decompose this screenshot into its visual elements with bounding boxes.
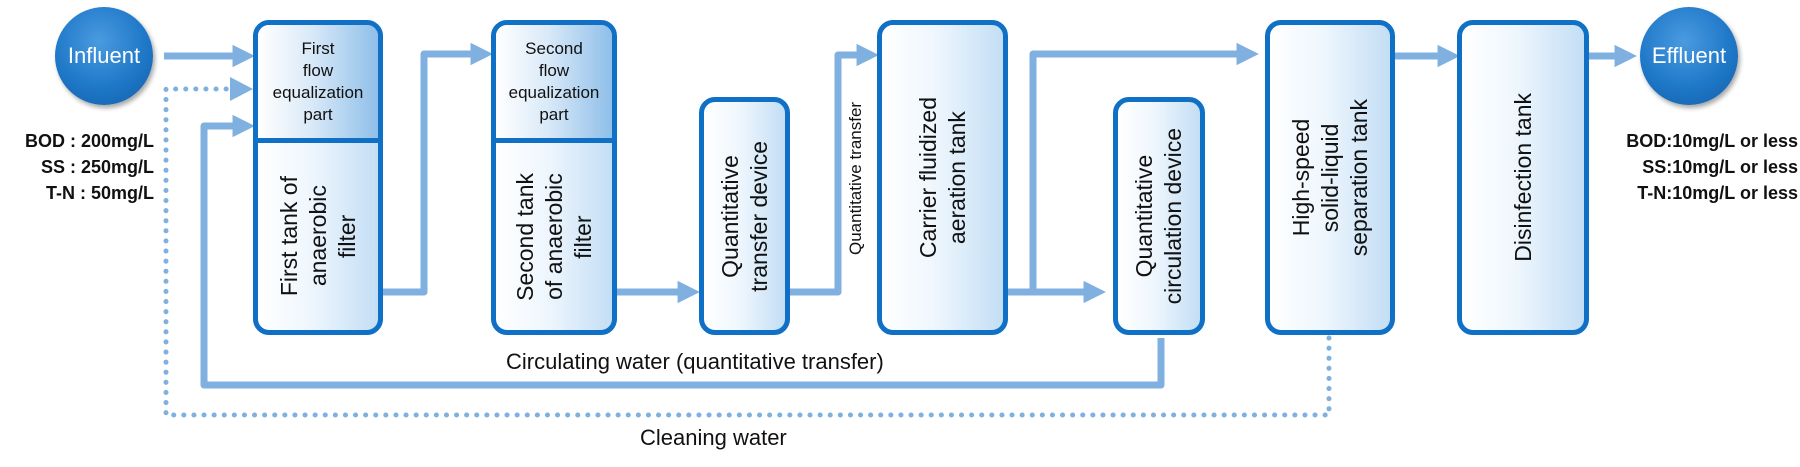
quantitative-circulation-device-box: Quantitative circulation device bbox=[1113, 97, 1205, 335]
arrow-circulating-water-return bbox=[200, 114, 1165, 389]
effluent-label: Effluent bbox=[1651, 43, 1727, 68]
first-anaerobic-filter-label: First tank of anaerobic filter bbox=[275, 176, 360, 297]
first-flow-equalization-label: First flow equalization part bbox=[272, 38, 364, 124]
quantitative-circulation-device-label: Quantitative circulation device bbox=[1131, 127, 1186, 305]
effluent-quality-param: BOD bbox=[1626, 131, 1667, 151]
influent-node: Influent bbox=[55, 7, 153, 105]
disinfection-tank-box: Disinfection tank bbox=[1457, 20, 1589, 335]
second-anaerobic-filter-label: Second tank of anaerobic filter bbox=[511, 172, 596, 301]
first-anaerobic-filter-box: First flow equalization part First tank … bbox=[253, 20, 383, 335]
carrier-fluidized-aeration-tank-label: Carrier fluidized aeration tank bbox=[914, 96, 970, 259]
second-flow-equalization-part: Second flow equalization part bbox=[496, 25, 612, 143]
effluent-quality-value: :10mg/L or less bbox=[1666, 183, 1798, 203]
arrow-aeration-to-separation-tank bbox=[1029, 42, 1259, 292]
carrier-fluidized-aeration-tank-box: Carrier fluidized aeration tank bbox=[877, 20, 1008, 335]
effluent-quality-item: T-N:10mg/L or less bbox=[1598, 180, 1798, 206]
influent-quality-item: T-N : 50mg/L bbox=[45, 183, 154, 203]
arrow-first-to-second-tank bbox=[383, 42, 493, 296]
cleaning-water-line bbox=[163, 86, 1332, 418]
quantitative-transfer-label: Quantitative transfer bbox=[846, 101, 865, 255]
influent-quality: BOD : 200mg/L SS : 250mg/L T-N : 50mg/L bbox=[4, 128, 154, 206]
effluent-node: Effluent bbox=[1640, 7, 1738, 105]
influent-label: Influent bbox=[67, 43, 141, 68]
disinfection-tank-label: Disinfection tank bbox=[1509, 93, 1536, 262]
effluent-quality-param: SS bbox=[1642, 157, 1667, 177]
second-flow-equalization-label: Second flow equalization part bbox=[508, 38, 600, 124]
quantitative-transfer-device-box: Quantitative transfer device bbox=[699, 97, 790, 335]
influent-quality-item: BOD : 200mg/L bbox=[24, 131, 154, 151]
second-anaerobic-filter-body: Second tank of anaerobic filter bbox=[496, 143, 612, 330]
circulating-water-label: Circulating water (quantitative transfer… bbox=[506, 349, 884, 374]
arrow-cleaning-water-head bbox=[230, 77, 253, 101]
separation-tank-box: High-speed solid-liquid separation tank bbox=[1265, 20, 1395, 335]
effluent-quality-item: BOD:10mg/L or less bbox=[1598, 128, 1798, 154]
effluent-quality: BOD:10mg/L or less SS:10mg/L or less T-N… bbox=[1598, 128, 1798, 206]
quantitative-transfer-device-label: Quantitative transfer device bbox=[716, 140, 772, 292]
effluent-quality-item: SS:10mg/L or less bbox=[1598, 154, 1798, 180]
influent-quality-item: SS : 250mg/L bbox=[40, 157, 154, 177]
first-anaerobic-filter-body: First tank of anaerobic filter bbox=[258, 143, 378, 330]
cleaning-water-label: Cleaning water bbox=[640, 425, 787, 450]
arrow-transfer-device-to-aeration-tank bbox=[790, 43, 879, 296]
effluent-quality-value: :10mg/L or less bbox=[1666, 131, 1798, 151]
effluent-quality-param: T-N bbox=[1637, 183, 1667, 203]
second-anaerobic-filter-box: Second flow equalization part Second tan… bbox=[491, 20, 617, 335]
separation-tank-label: High-speed solid-liquid separation tank bbox=[1287, 98, 1372, 257]
effluent-quality-value: :10mg/L or less bbox=[1666, 157, 1798, 177]
first-flow-equalization-part: First flow equalization part bbox=[258, 25, 378, 143]
